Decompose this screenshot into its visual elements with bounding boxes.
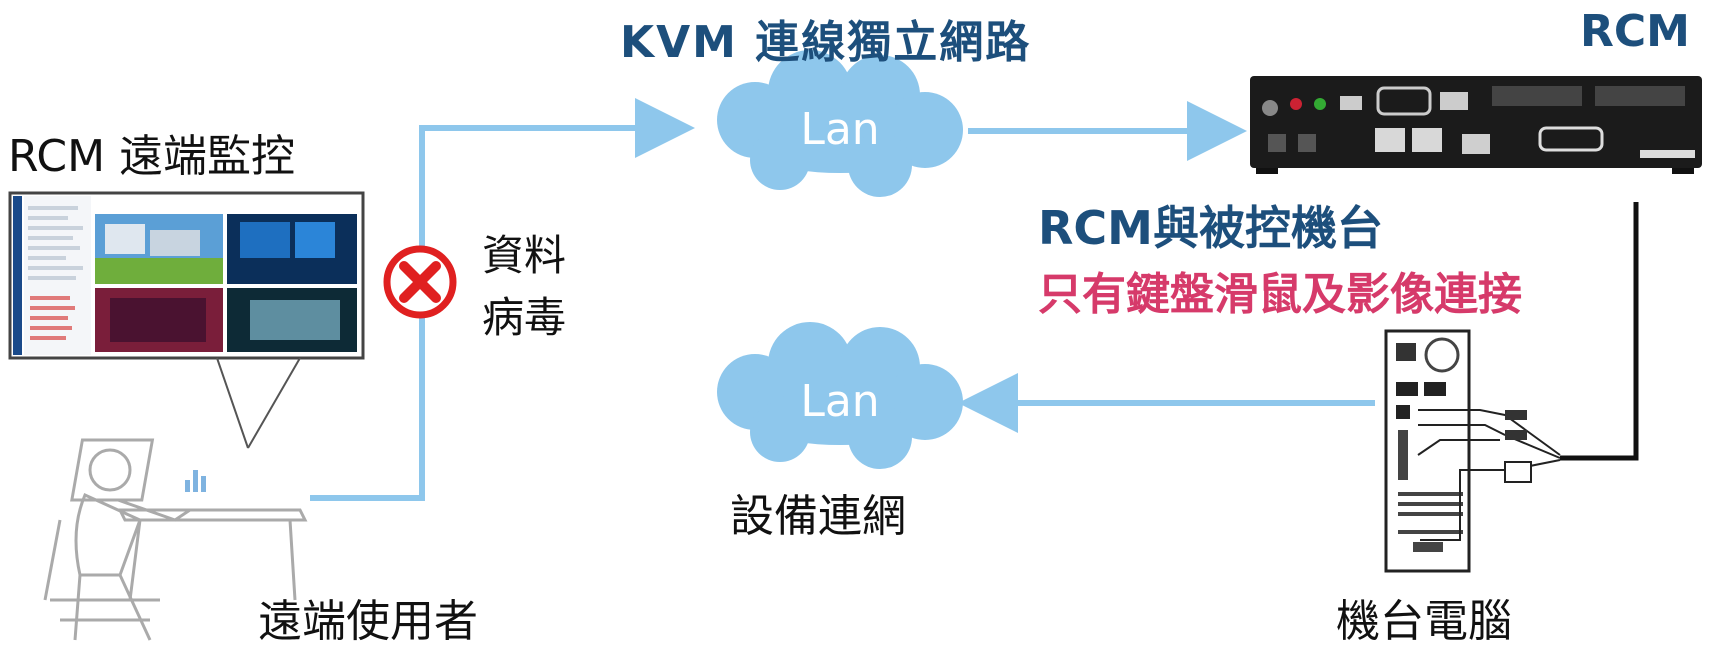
remote-user-illustration [43,438,308,641]
bottom-cloud-label: Lan [800,376,880,427]
callout-lines [216,357,301,449]
laptop-chart [185,470,206,492]
remote-monitor-label: RCM 遠端監控 [8,131,296,182]
top-cloud [717,50,963,197]
rcm-title: RCM [1580,6,1690,57]
machine-label: 機台電腦 [1336,596,1512,647]
rcm-connection-note: 只有鍵盤滑鼠及影像連接 [1038,269,1522,320]
kvm-network-title: KVM 連線獨立網路 [620,17,1032,68]
network-label: 設備連網 [730,491,906,542]
top-cloud-label: Lan [800,104,880,155]
blocked-x-icon [383,245,457,319]
rcm-cable [1560,202,1639,461]
remote-user-label: 遠端使用者 [258,596,478,647]
virus-label-data: 資料 [482,231,567,280]
rcm-connection-title: RCM與被控機台 [1038,201,1383,255]
kvm-connectors [1504,410,1532,483]
virus-label-virus: 病毒 [482,293,567,342]
machine-pc-illustration [1384,329,1471,573]
rcm-device [1250,76,1702,174]
bottom-cloud [717,322,963,469]
monitor-screenshot [8,191,365,360]
